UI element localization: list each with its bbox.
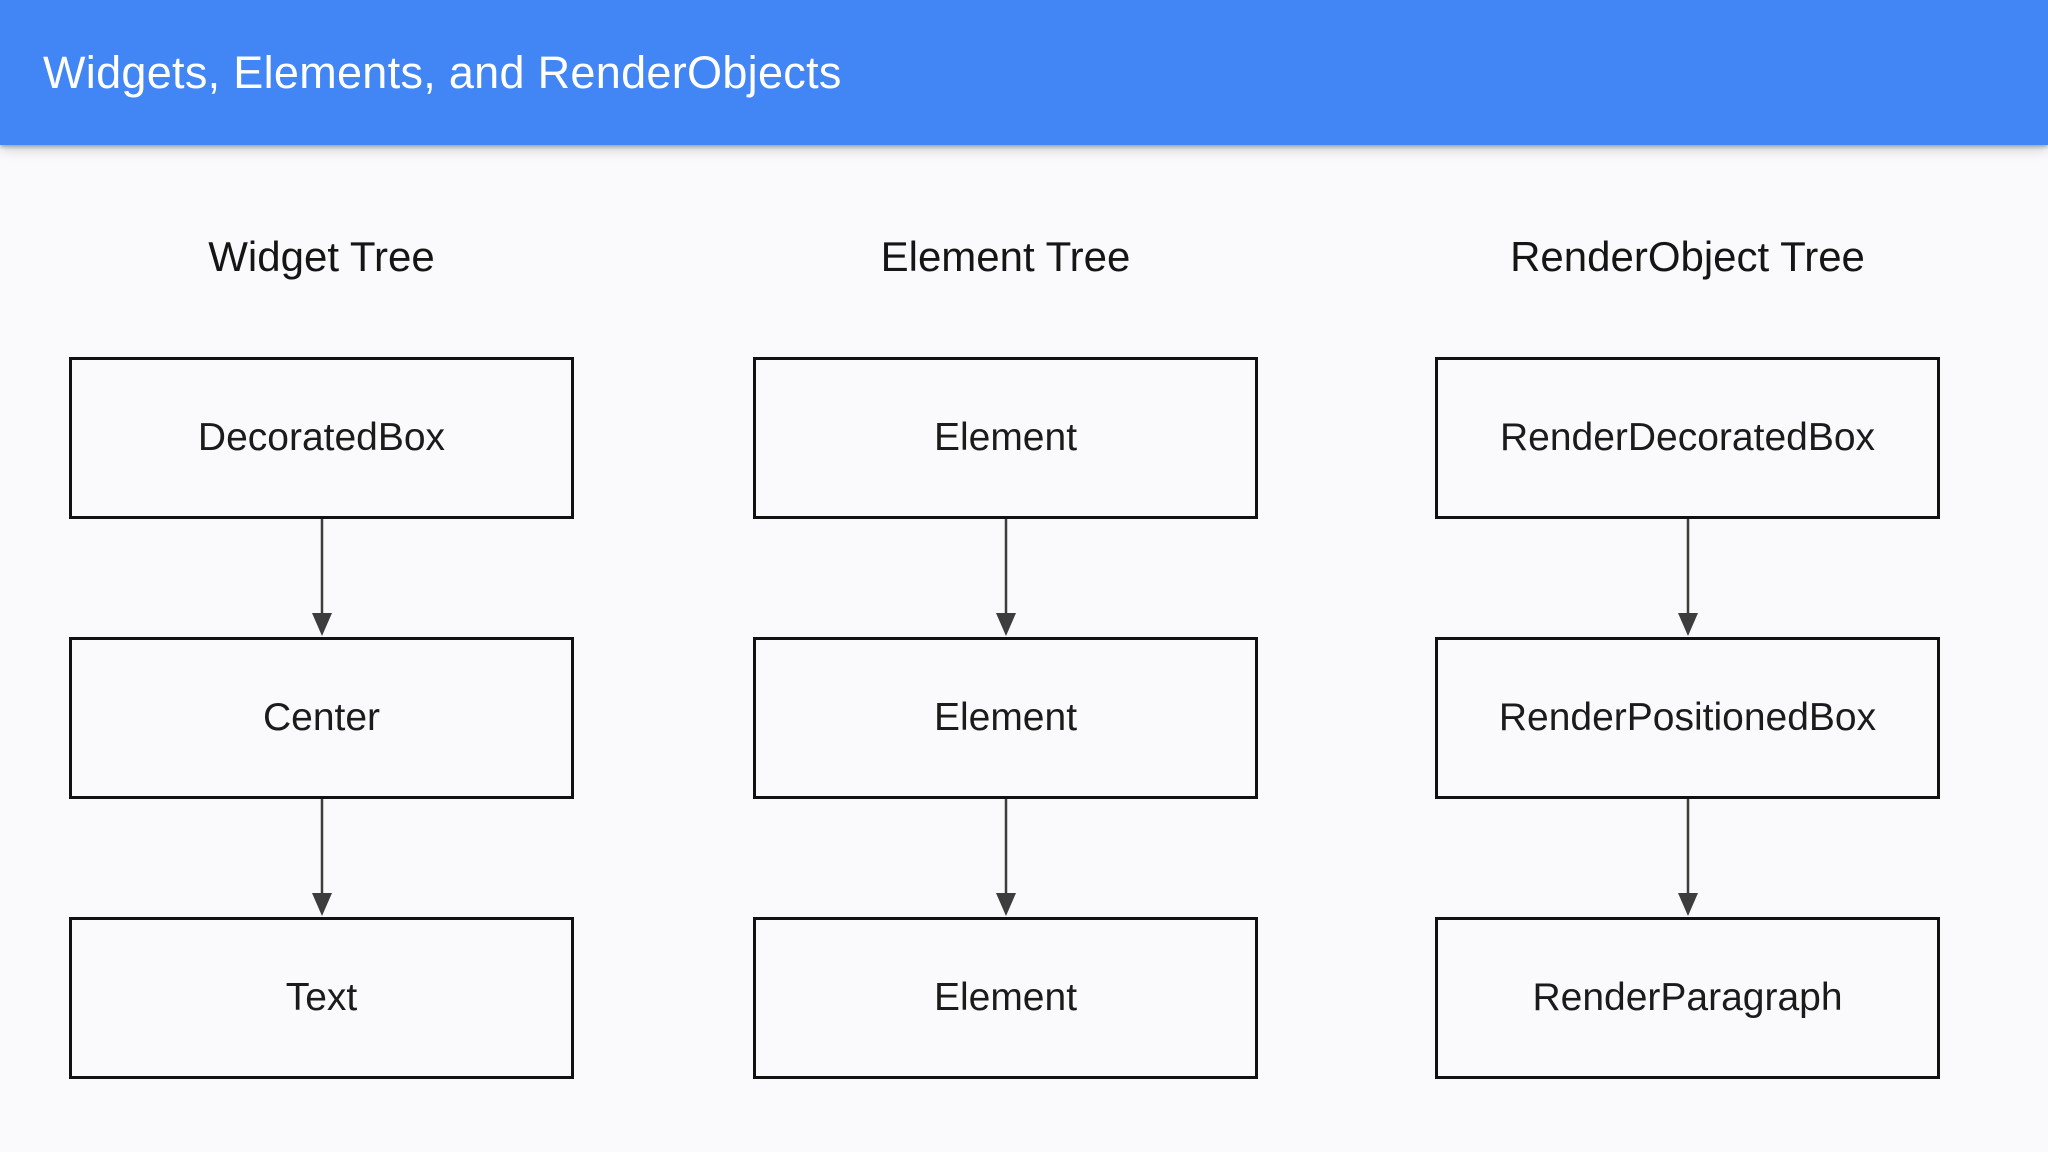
- down-arrow-icon: [311, 799, 332, 916]
- tree-node: Element: [753, 357, 1258, 519]
- tree-node: Text: [69, 917, 574, 1079]
- diagram-canvas: Widget Tree DecoratedBox Center Text Ele…: [0, 145, 2048, 1152]
- down-arrow-icon: [1677, 799, 1698, 916]
- tree-title: RenderObject Tree: [1510, 233, 1865, 280]
- tree-title: Widget Tree: [208, 233, 435, 280]
- renderobject-tree-column: RenderObject Tree RenderDecoratedBox Ren…: [1435, 145, 1940, 1079]
- tree-node: RenderPositionedBox: [1435, 637, 1940, 799]
- tree-node: DecoratedBox: [69, 357, 574, 519]
- widget-tree-column: Widget Tree DecoratedBox Center Text: [69, 145, 574, 1079]
- down-arrow-icon: [1677, 519, 1698, 636]
- down-arrow-icon: [311, 519, 332, 636]
- tree-node: Element: [753, 637, 1258, 799]
- page-title: Widgets, Elements, and RenderObjects: [43, 46, 842, 98]
- down-arrow-icon: [995, 519, 1016, 636]
- app-bar: Widgets, Elements, and RenderObjects: [0, 0, 2048, 145]
- tree-node: Center: [69, 637, 574, 799]
- element-tree-column: Element Tree Element Element Element: [753, 145, 1258, 1079]
- down-arrow-icon: [995, 799, 1016, 916]
- tree-node: Element: [753, 917, 1258, 1079]
- tree-node: RenderParagraph: [1435, 917, 1940, 1079]
- tree-node: RenderDecoratedBox: [1435, 357, 1940, 519]
- tree-title: Element Tree: [880, 233, 1131, 280]
